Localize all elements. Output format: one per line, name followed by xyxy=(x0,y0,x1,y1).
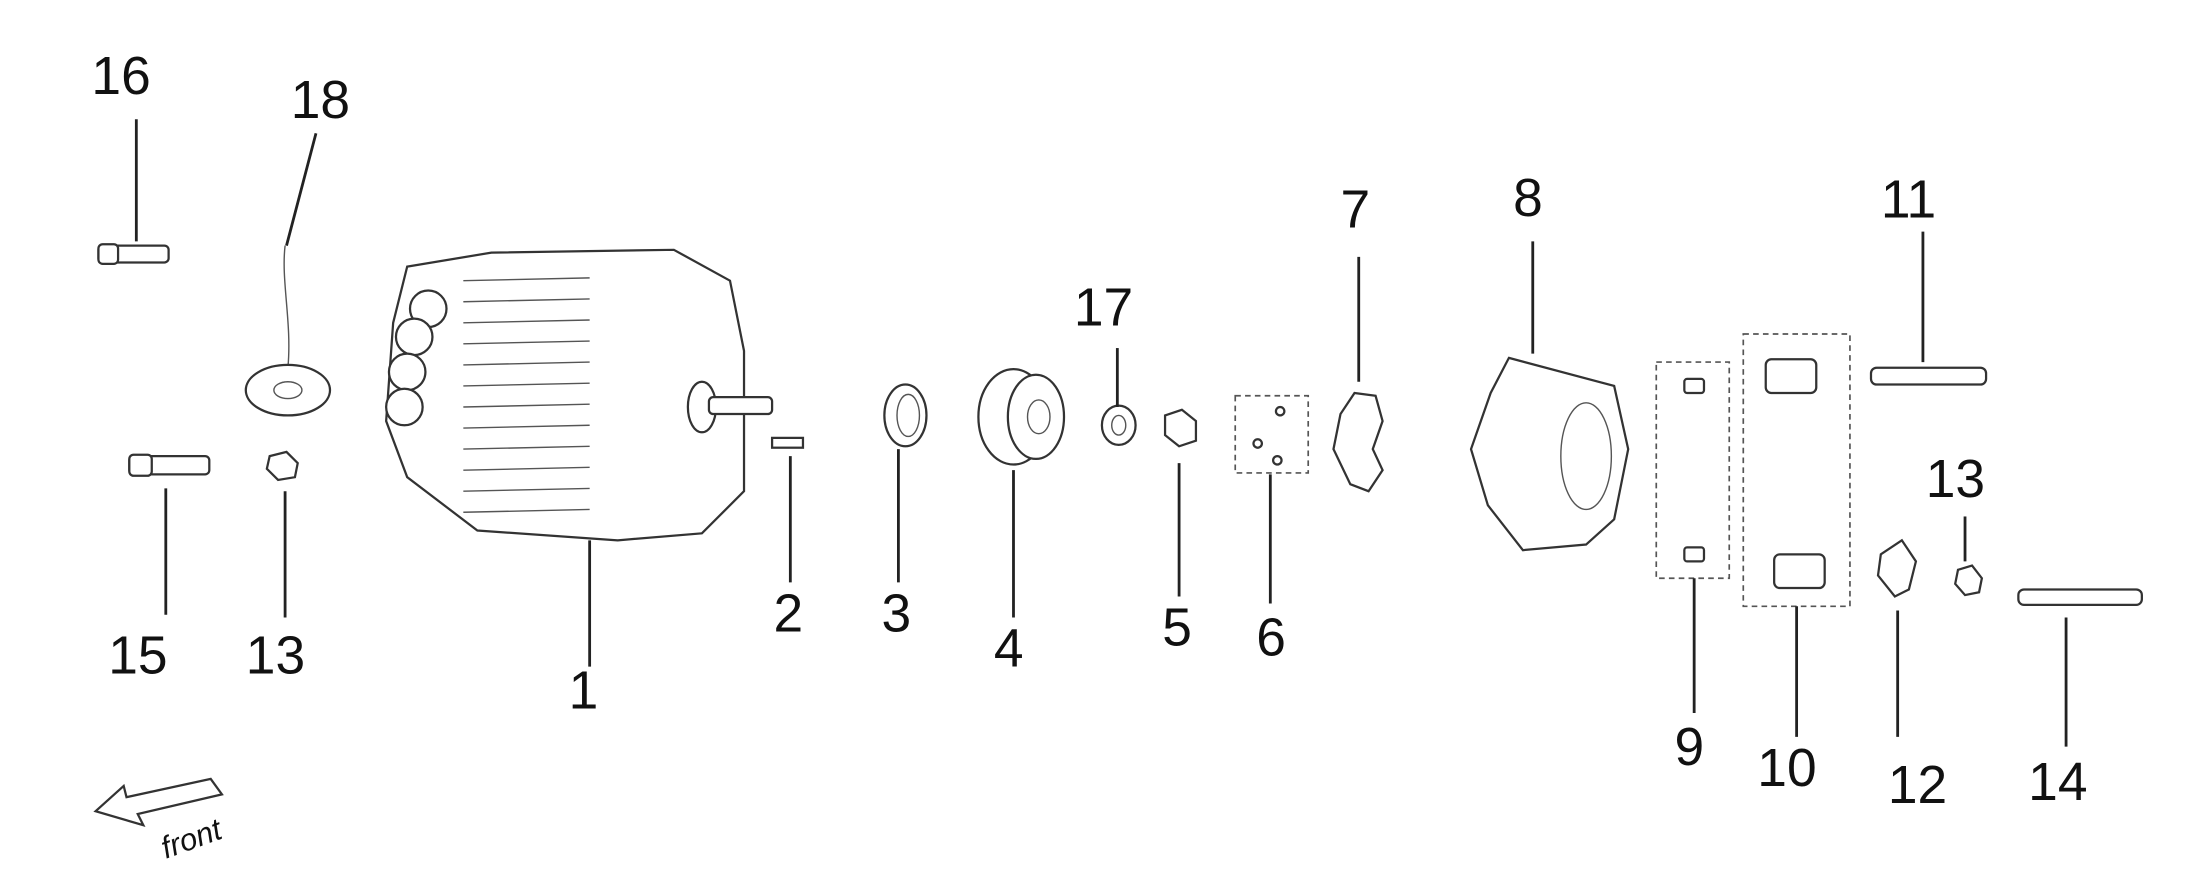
callout-8: 8 xyxy=(1513,169,1543,228)
front-label: front xyxy=(156,811,227,865)
part-17-washer xyxy=(1100,404,1137,447)
callout-15: 15 xyxy=(108,627,167,686)
callout-13-right: 13 xyxy=(1926,450,1985,509)
callout-1: 1 xyxy=(569,662,599,721)
callout-13-left: 13 xyxy=(246,627,305,686)
front-direction-indicator: front xyxy=(93,777,228,865)
callout-18: 18 xyxy=(291,71,350,130)
part-18-sensor xyxy=(244,245,332,417)
part-1-motor xyxy=(385,248,774,542)
part-14-bolt xyxy=(2017,588,2143,607)
part-6-screw-set xyxy=(1234,394,1310,474)
part-8-cover xyxy=(1469,356,1630,552)
arrow-icon xyxy=(93,777,224,828)
part-4-pulley xyxy=(977,367,1066,466)
callout-4: 4 xyxy=(994,620,1024,679)
part-12-bracket xyxy=(1876,538,1918,598)
callout-9: 9 xyxy=(1675,718,1705,777)
callout-14: 14 xyxy=(2028,753,2087,812)
part-10-spacer-set xyxy=(1742,333,1851,608)
part-15-bushing xyxy=(128,453,211,477)
callout-3: 3 xyxy=(882,585,912,644)
callout-12: 12 xyxy=(1888,756,1947,815)
part-13-nut-right xyxy=(1953,564,1984,597)
callout-16: 16 xyxy=(91,47,150,106)
callout-6: 6 xyxy=(1256,608,1286,667)
callout-5: 5 xyxy=(1162,599,1192,658)
callout-11: 11 xyxy=(1881,171,1936,230)
part-7-sensor-plate xyxy=(1332,391,1384,493)
part-9-screw-set xyxy=(1655,361,1731,580)
callout-17: 17 xyxy=(1074,279,1133,338)
callout-10: 10 xyxy=(1757,739,1816,798)
callout-2: 2 xyxy=(773,585,803,644)
part-2-key xyxy=(770,436,805,449)
part-13-nut-left xyxy=(265,450,299,482)
part-16-bushing xyxy=(97,243,170,265)
part-5-nut xyxy=(1163,408,1198,448)
part-11-bolt xyxy=(1869,366,1988,386)
part-3-bearing xyxy=(883,383,928,448)
callout-7: 7 xyxy=(1340,180,1370,239)
leader-lines xyxy=(134,119,2068,747)
